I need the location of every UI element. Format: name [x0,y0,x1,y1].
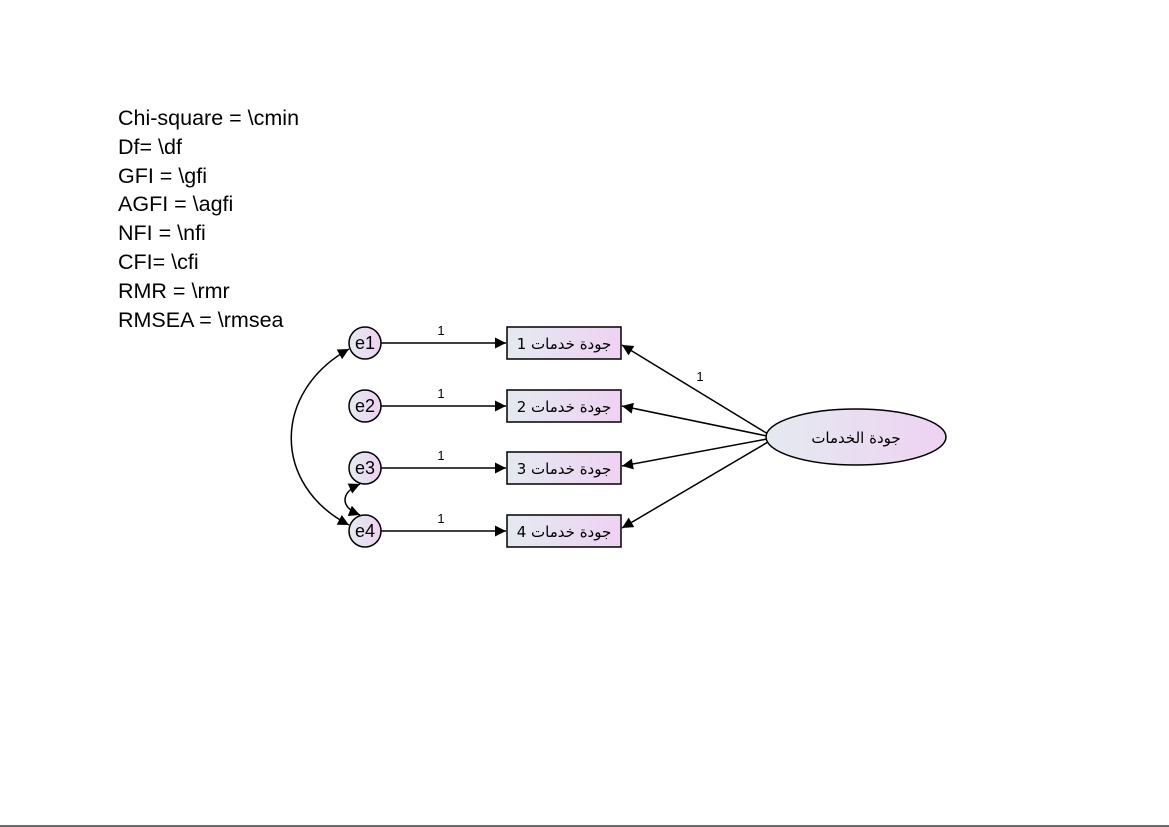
error-node-e2[interactable]: e2 [348,389,382,423]
path-weight-e4: 1 [437,511,444,526]
fit-stat-agfi: AGFI = \agfi [118,192,234,217]
observed-label-item3: جودة خدمات 3 [517,460,612,478]
error-paths: 1 1 1 1 [381,323,506,537]
fit-stat-gfi: GFI = \gfi [118,163,208,188]
loading-paths: 1 [621,344,769,529]
error-node-e3[interactable]: e3 [348,451,382,485]
observed-label-item2: جودة خدمات 2 [517,398,612,416]
fit-stat-nfi: NFI = \nfi [118,221,206,246]
observed-node-item2[interactable]: جودة خدمات 2 [506,389,622,423]
error-label-e1: e1 [355,333,375,353]
path-weight-e2: 1 [437,386,444,401]
error-label-e2: e2 [355,396,375,416]
fit-stat-df: Df= \df [118,134,182,159]
fit-stat-cfi: CFI= \cfi [118,249,199,274]
fit-stat-chi-square: Chi-square = \cmin [118,106,300,130]
error-node-e4[interactable]: e4 [348,514,382,548]
latent-label: جودة الخدمات [811,429,900,447]
error-label-e3: e3 [355,458,375,478]
observed-nodes: جودة خدمات 1 جودة خدمات 2 جودة خدمات 3 ج… [506,326,622,548]
loading-to-item3[interactable] [621,438,768,470]
observed-node-item1[interactable]: جودة خدمات 1 [506,326,622,360]
page-bottom-rule [0,825,1169,827]
fit-stat-rmsea: RMSEA = \rmsea [118,307,284,332]
observed-node-item4[interactable]: جودة خدمات 4 [506,514,622,548]
loading-to-item4[interactable] [621,441,769,529]
fit-stat-rmr: RMR = \rmr [118,278,230,303]
observed-label-item1: جودة خدمات 1 [517,335,612,353]
error-label-e4: e4 [355,521,375,541]
loading-weight-item1: 1 [696,369,703,384]
loading-to-item2[interactable] [621,402,768,437]
covariance-e3-e4[interactable] [344,483,361,517]
error-nodes: e1 e2 e3 e4 [348,326,382,548]
observed-node-item3[interactable]: جودة خدمات 3 [506,451,622,485]
path-weight-e3: 1 [437,448,444,463]
fit-statistics-block: Chi-square = \cmin Df= \df GFI = \gfi AG… [118,104,299,334]
observed-label-item4: جودة خدمات 4 [517,523,612,541]
latent-node-service-quality[interactable]: جودة الخدمات [765,408,947,466]
error-node-e1[interactable]: e1 [348,326,382,360]
path-weight-e1: 1 [437,323,444,338]
loading-to-item1[interactable] [621,344,769,435]
covariance-e1-e4[interactable] [290,348,350,526]
